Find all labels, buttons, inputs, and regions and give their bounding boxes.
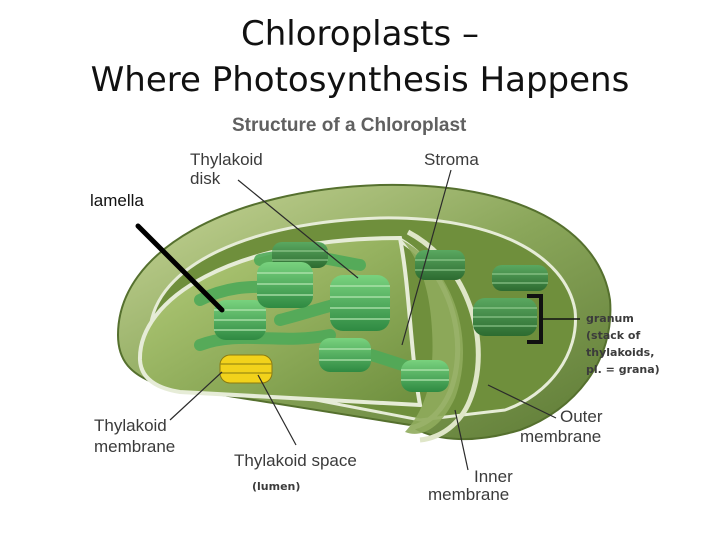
- granum-left: [214, 300, 266, 340]
- label-lumen: (lumen): [252, 480, 300, 493]
- label-thylakoid-disk-line2: disk: [190, 169, 221, 188]
- label-thylakoid-disk-line1: Thylakoid: [190, 150, 263, 169]
- diagram-heading: Structure of a Chloroplast: [232, 115, 467, 136]
- label-granum-line4: pl. = grana): [586, 363, 660, 376]
- granum-top: [257, 262, 313, 308]
- granum-right: [319, 338, 371, 372]
- label-granum-line1: granum: [586, 312, 634, 325]
- label-granum-line2: (stack of: [586, 329, 640, 342]
- label-thylakoid-membrane-line2: membrane: [94, 437, 175, 456]
- label-inner-membrane-line1: Inner: [474, 467, 513, 486]
- granum-bottom-right: [401, 360, 449, 392]
- label-outer-membrane-line1: Outer: [560, 407, 603, 426]
- label-outer-membrane-line2: membrane: [520, 427, 601, 446]
- label-thylakoid-space: Thylakoid space: [234, 451, 357, 470]
- granum-highlighted-lumen: [220, 355, 272, 383]
- label-lamella: lamella: [90, 191, 144, 210]
- label-thylakoid-membrane-line1: Thylakoid: [94, 416, 167, 435]
- label-granum-line3: thylakoids,: [586, 346, 654, 359]
- granum-center: [330, 275, 390, 331]
- label-stroma: Stroma: [424, 150, 479, 169]
- label-inner-membrane-line2: membrane: [428, 485, 509, 504]
